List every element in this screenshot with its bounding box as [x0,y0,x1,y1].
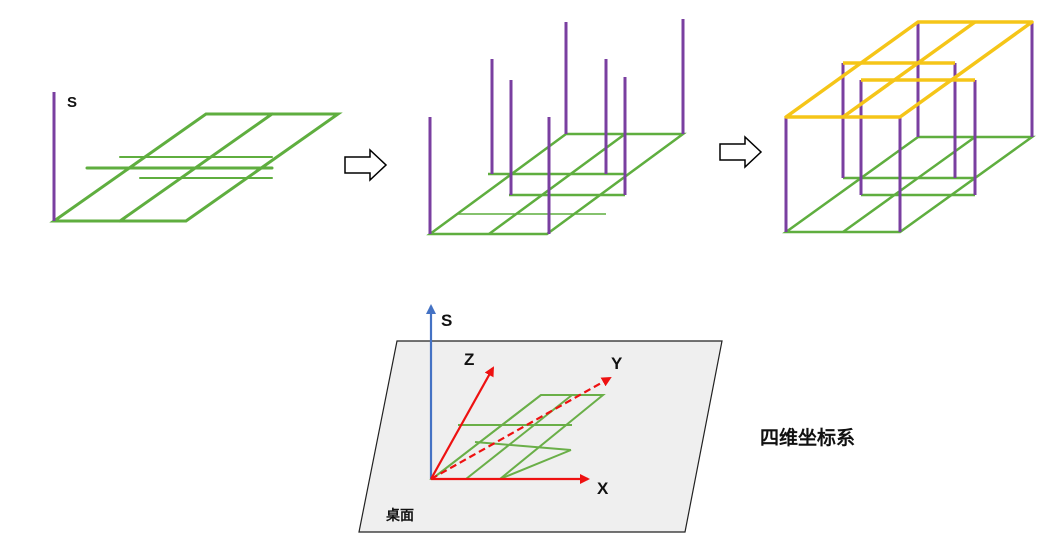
green-grid-2x2 [49,112,343,223]
x-axis-label: X [597,479,609,498]
right-arrow-icon [719,135,763,169]
yellow-top-grid [784,20,1034,119]
y-axis-label: Y [611,354,623,373]
s-label: S [67,94,77,111]
y-axis [430,377,612,480]
desk-plane-label: 桌面 [386,507,414,523]
s-axis-label: S [441,311,452,330]
panel-1-flat-grid: S [49,92,343,223]
plane-green-grid [429,394,606,480]
purple-poles [428,19,685,234]
panel-3-four-d-box [782,20,1036,234]
four-d-coordinate-caption: 四维坐标系 [760,426,855,449]
z-axis-label: Z [464,350,474,369]
green-grid-rhombus [426,132,687,236]
z-axis [430,366,494,480]
purple-vertical-poles [784,22,1034,232]
green-bottom-grid [782,135,1036,234]
panel-2-grid-with-poles [426,19,687,236]
desk-plane [358,340,723,533]
coordinate-system-figure: S Z Y X 桌面 [358,304,723,533]
right-arrow-icon [344,148,388,182]
